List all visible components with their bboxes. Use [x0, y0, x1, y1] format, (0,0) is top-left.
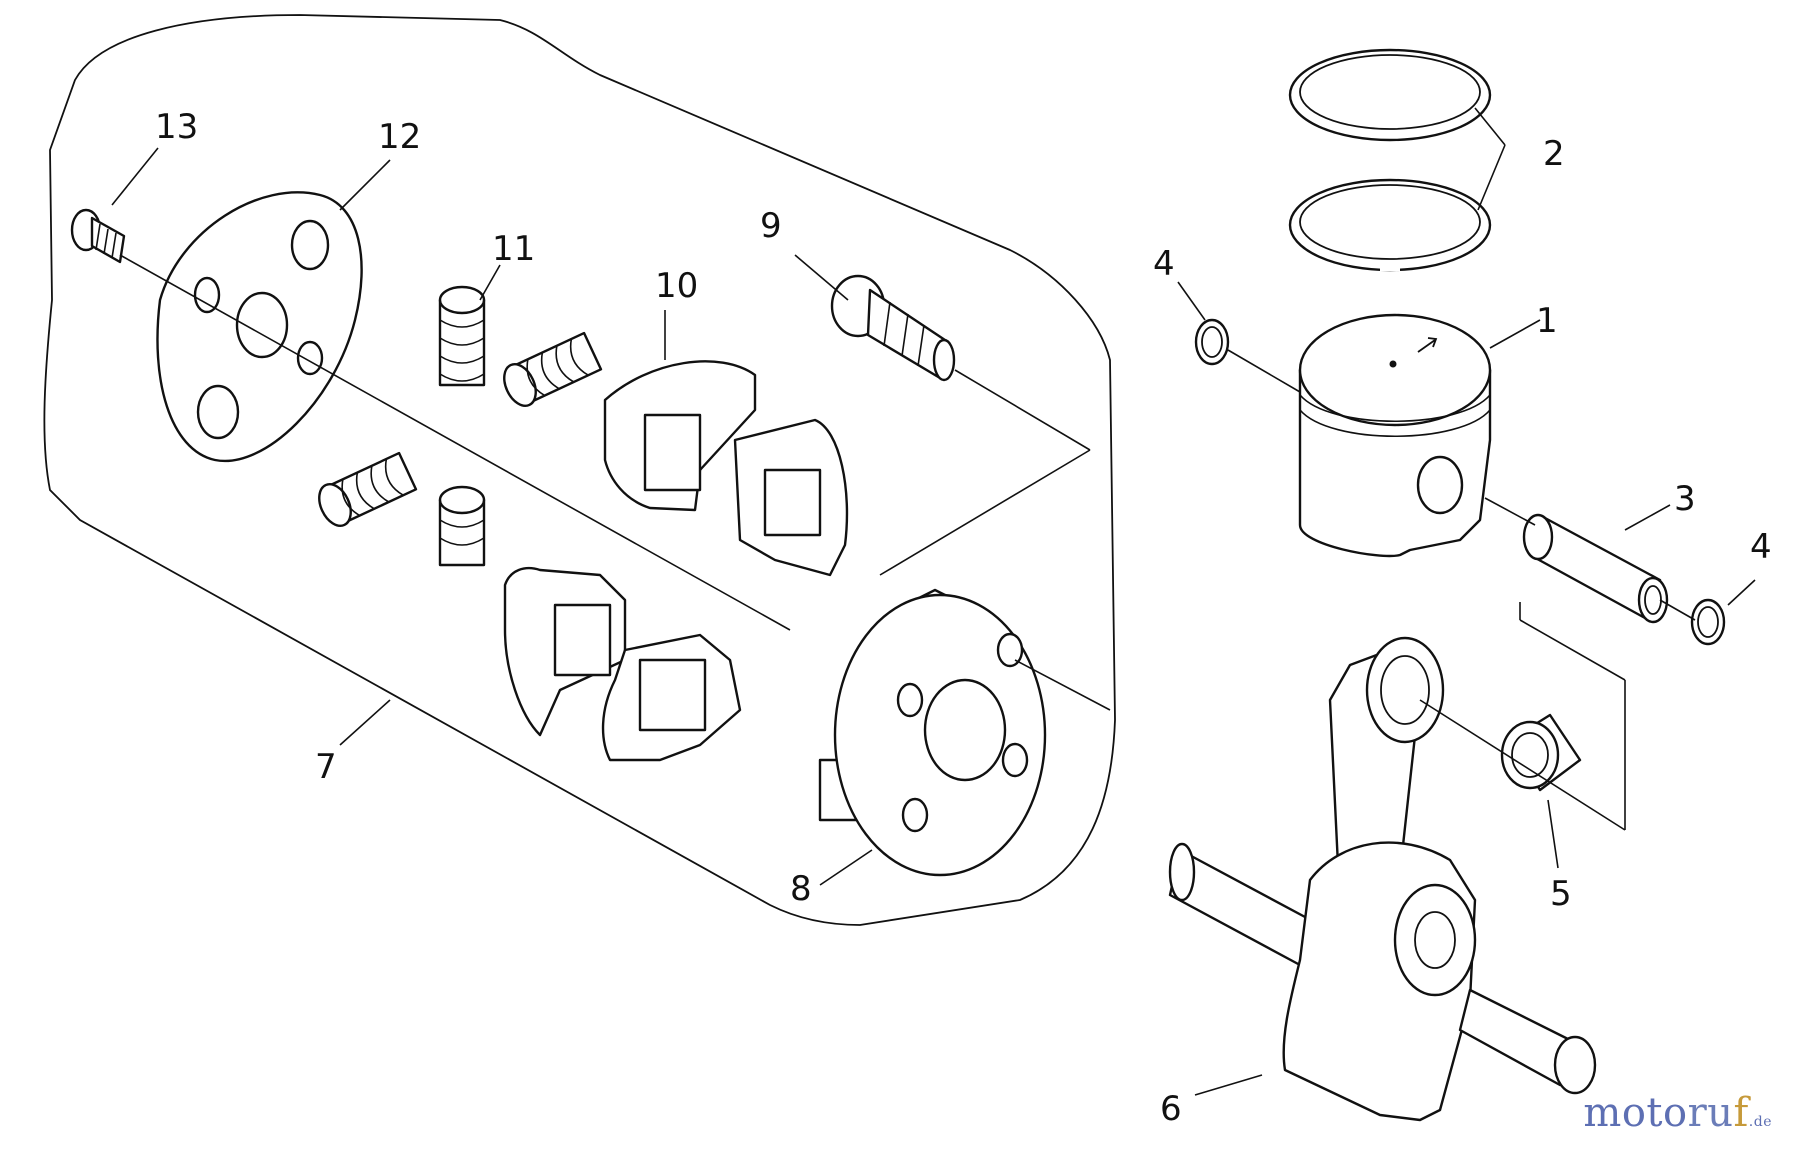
part-13-screw[interactable]: [70, 208, 126, 264]
watermark-tld: .de: [1748, 1114, 1772, 1130]
part-12-bolt[interactable]: [830, 274, 956, 382]
callout-7: 7: [315, 747, 337, 787]
callout-4-right: 4: [1750, 527, 1772, 567]
callout-6: 6: [1160, 1089, 1182, 1129]
callout-10: 11: [492, 229, 535, 269]
callout-labels: 13 12 11 10 9 4 2 1 3 4 5 6 7 8: [155, 107, 1772, 1129]
callout-9: 10: [655, 266, 698, 306]
part-10-springs[interactable]: [313, 285, 603, 567]
part-9-clutch-shoes[interactable]: [503, 360, 849, 762]
callout-5: 5: [1550, 874, 1572, 914]
clutch-outline: [43, 14, 1116, 926]
part-8-clutch-hub[interactable]: [818, 588, 1047, 877]
part-5-needle-bearing[interactable]: [1500, 713, 1582, 792]
part-6-crankshaft[interactable]: [1168, 636, 1597, 1122]
watermark-part-a: moto: [1583, 1090, 1688, 1136]
callout-8: 8: [790, 869, 812, 909]
connector-lines: [119, 254, 1696, 831]
callout-11: 12: [378, 117, 421, 157]
watermark-logo: motoruf.de: [1583, 1090, 1772, 1136]
part-4-circlip-right[interactable]: [1690, 598, 1726, 646]
callout-3: 3: [1674, 479, 1696, 519]
watermark-part-c: f: [1733, 1090, 1749, 1136]
watermark-part-b: ru: [1687, 1090, 1734, 1136]
callout-12: 9: [760, 206, 782, 246]
part-4-circlip-left[interactable]: [1194, 318, 1230, 366]
part-3-piston-pin[interactable]: [1522, 513, 1669, 624]
callout-2: 2: [1543, 134, 1565, 174]
callout-13: 13: [155, 107, 198, 147]
leader-lines: [111, 107, 1756, 1096]
part-2-piston-rings[interactable]: [1288, 48, 1492, 272]
callout-1: 1: [1536, 301, 1558, 341]
part-11-plate[interactable]: [156, 191, 363, 463]
part-1-piston[interactable]: [1298, 313, 1492, 558]
callout-4-left: 4: [1153, 244, 1175, 284]
